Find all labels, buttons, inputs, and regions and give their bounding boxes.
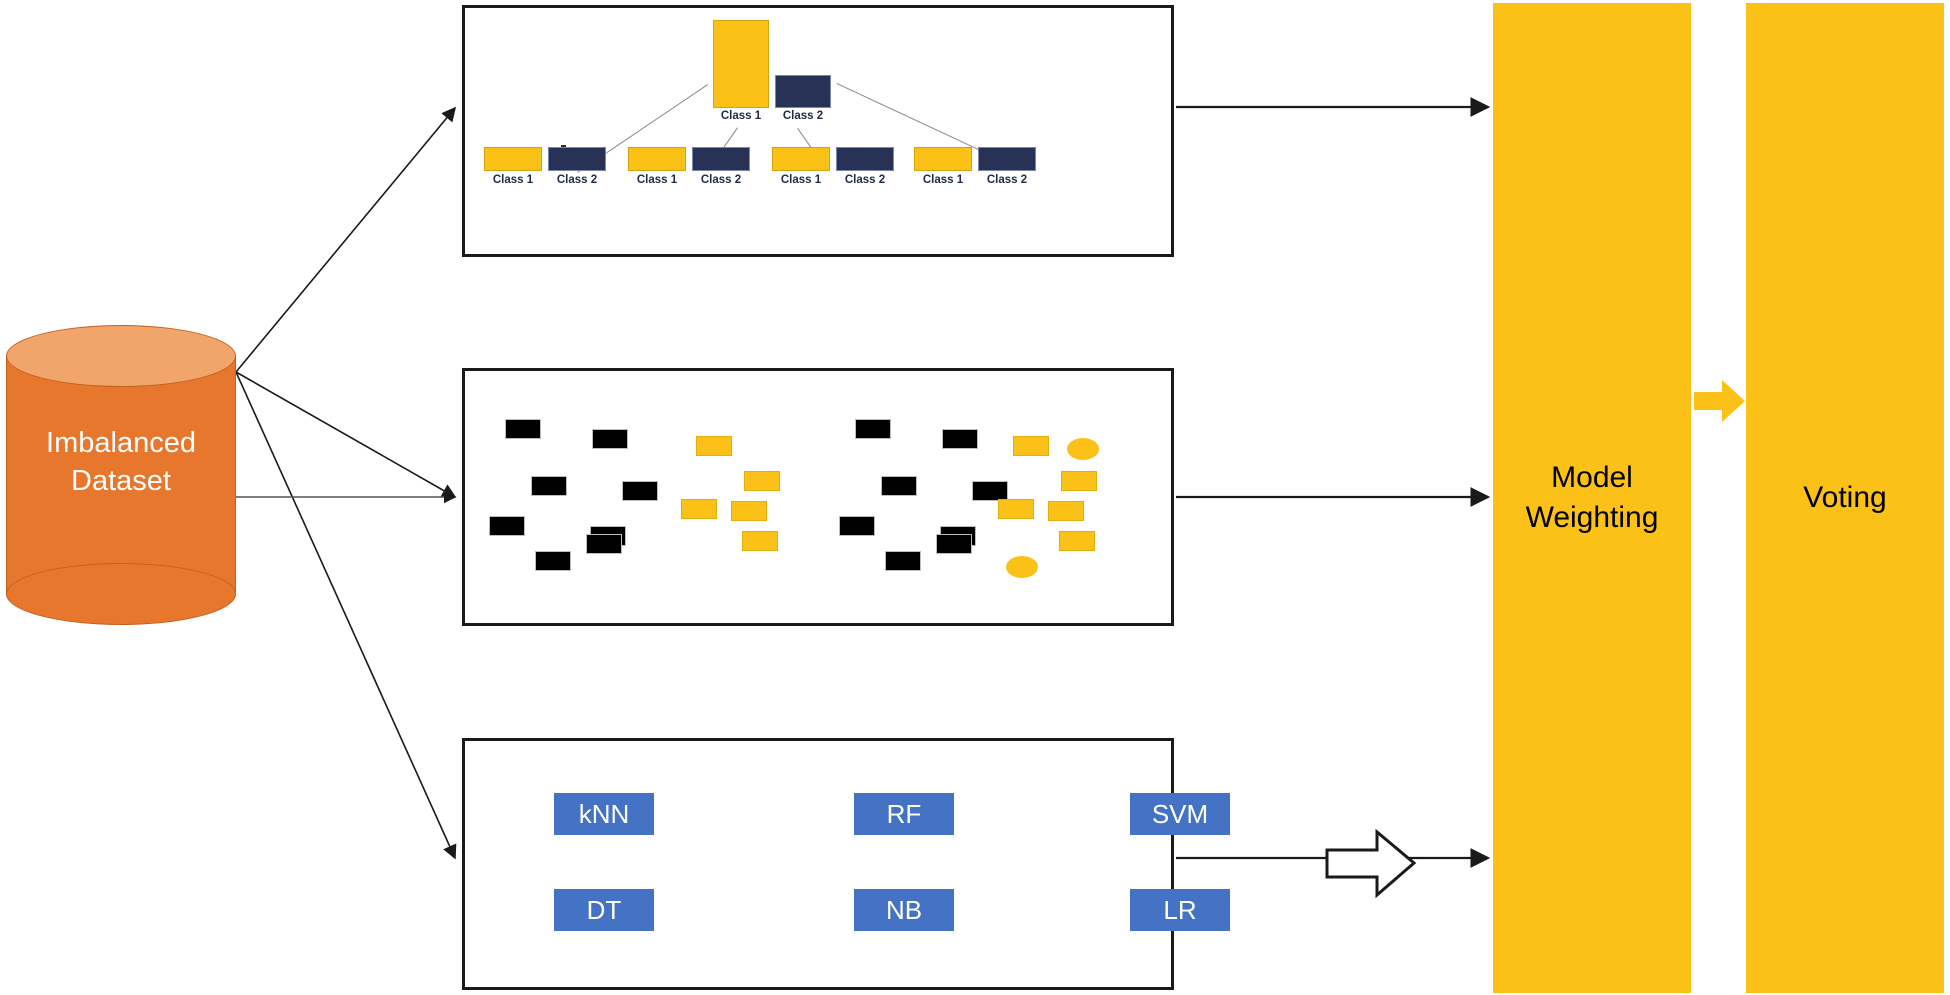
minority-square bbox=[696, 436, 732, 456]
parent-bar-class2 bbox=[775, 75, 831, 108]
majority-square bbox=[855, 419, 891, 439]
minority-square bbox=[1059, 531, 1095, 551]
majority-square bbox=[881, 476, 917, 496]
parent-bar-class1-label: Class 1 bbox=[720, 110, 762, 122]
model-weighting-label-line1: Model bbox=[1551, 461, 1633, 495]
minority-square bbox=[731, 501, 767, 521]
parent-bar-class2-label: Class 2 bbox=[782, 110, 824, 122]
cylinder-label: Imbalanced Dataset bbox=[6, 425, 236, 500]
majority-square bbox=[586, 534, 622, 554]
model-chip-lr[interactable]: LR bbox=[1130, 889, 1230, 931]
leader-line-4 bbox=[836, 83, 987, 154]
model-chip-nb[interactable]: NB bbox=[854, 889, 954, 931]
cylinder-body bbox=[6, 355, 236, 595]
majority-square bbox=[972, 481, 1008, 501]
model-weighting-label-line2: Weighting bbox=[1525, 501, 1659, 534]
majority-square bbox=[531, 476, 567, 496]
child-bar-g1-class2 bbox=[548, 147, 606, 171]
child-bar-g3-class2-label: Class 2 bbox=[844, 174, 886, 186]
cylinder-bottom-ellipse bbox=[6, 563, 236, 625]
majority-square bbox=[535, 551, 571, 571]
minority-square bbox=[1013, 436, 1049, 456]
synthetic-minority-ellipse bbox=[1006, 556, 1038, 578]
minority-square bbox=[742, 531, 778, 551]
majority-square bbox=[489, 516, 525, 536]
parent-bar-class1 bbox=[713, 20, 769, 108]
majority-square bbox=[936, 534, 972, 554]
majority-square bbox=[885, 551, 921, 571]
model-chip-knn[interactable]: kNN bbox=[554, 793, 654, 835]
resampling-panel[interactable] bbox=[462, 368, 1417, 899]
cylinder-label-line2: Dataset bbox=[71, 464, 171, 497]
child-bar-g2-class2-label: Class 2 bbox=[700, 174, 742, 186]
child-bar-g3-class1 bbox=[772, 147, 830, 171]
minority-square bbox=[1048, 501, 1084, 521]
cylinder-label-line1: Imbalanced bbox=[46, 427, 196, 459]
child-bar-g1-class1-label: Class 1 bbox=[492, 174, 534, 186]
model-chip-dt[interactable]: DT bbox=[554, 889, 654, 931]
majority-square bbox=[505, 419, 541, 439]
minority-square bbox=[998, 499, 1034, 519]
child-bar-g4-class1-label: Class 1 bbox=[922, 174, 964, 186]
majority-square bbox=[942, 429, 978, 449]
majority-square bbox=[622, 481, 658, 501]
arrow-dataset-to-resampling bbox=[235, 371, 457, 498]
majority-square bbox=[592, 429, 628, 449]
child-bar-g4-class2-label: Class 2 bbox=[986, 174, 1028, 186]
model-chip-svm[interactable]: SVM bbox=[1130, 793, 1230, 835]
arrow-dataset-to-models bbox=[235, 371, 457, 860]
child-bar-g2-class1 bbox=[628, 147, 686, 171]
child-bar-g1-class1 bbox=[484, 147, 542, 171]
child-bar-g3-class1-label: Class 1 bbox=[780, 174, 822, 186]
voting-label: Voting bbox=[1803, 481, 1887, 515]
minority-square bbox=[744, 471, 780, 491]
synthetic-minority-ellipse bbox=[1067, 438, 1099, 460]
arrow-dataset-to-sampling bbox=[235, 106, 457, 373]
base-classifiers-panel[interactable]: kNN RF SVM DT NB LR bbox=[462, 738, 1230, 990]
weighting-to-voting-arrow-icon bbox=[1694, 380, 1745, 422]
child-bar-g3-class2 bbox=[836, 147, 894, 171]
model-chip-rf[interactable]: RF bbox=[854, 793, 954, 835]
child-bar-g2-class1-label: Class 1 bbox=[636, 174, 678, 186]
majority-square bbox=[839, 516, 875, 536]
minority-square bbox=[1061, 471, 1097, 491]
voting-stage[interactable]: Voting bbox=[1746, 3, 1944, 993]
child-bar-g4-class2 bbox=[978, 147, 1036, 171]
ensemble-sampling-panel[interactable]: Class 1 Class 2 Class 1 Class 2 Class 1 … bbox=[462, 5, 1174, 257]
child-bar-g2-class2 bbox=[692, 147, 750, 171]
model-weighting-stage[interactable]: Model Weighting bbox=[1493, 3, 1691, 993]
child-bar-g1-class2-label: Class 2 bbox=[556, 174, 598, 186]
transform-arrow-icon bbox=[1325, 828, 1417, 899]
child-bar-g4-class1 bbox=[914, 147, 972, 171]
cylinder-top-ellipse bbox=[6, 325, 236, 387]
imbalanced-dataset-cylinder[interactable]: Imbalanced Dataset bbox=[6, 325, 236, 625]
model-weighting-label: Model Weighting bbox=[1526, 458, 1659, 537]
minority-square bbox=[681, 499, 717, 519]
